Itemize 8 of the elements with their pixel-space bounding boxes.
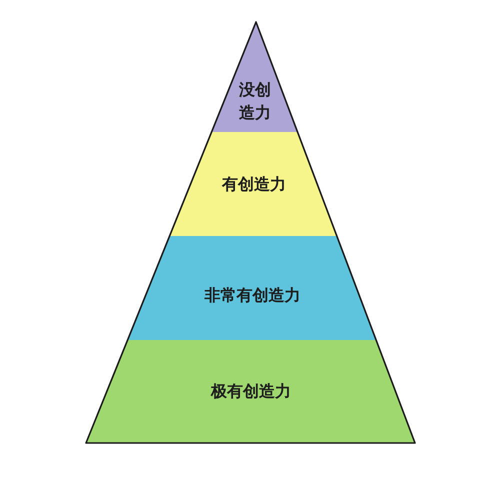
tier-label: 非常有创造力 — [204, 284, 300, 306]
pyramid-tier — [170, 132, 337, 236]
pyramid-tier — [86, 340, 415, 443]
pyramid-tier — [128, 236, 376, 340]
tier-label: 有创造力 — [222, 174, 286, 196]
pyramid-tier — [212, 22, 298, 132]
tier-label: 极有创造力 — [211, 380, 292, 402]
tier-label: 没创造力 — [238, 79, 272, 124]
